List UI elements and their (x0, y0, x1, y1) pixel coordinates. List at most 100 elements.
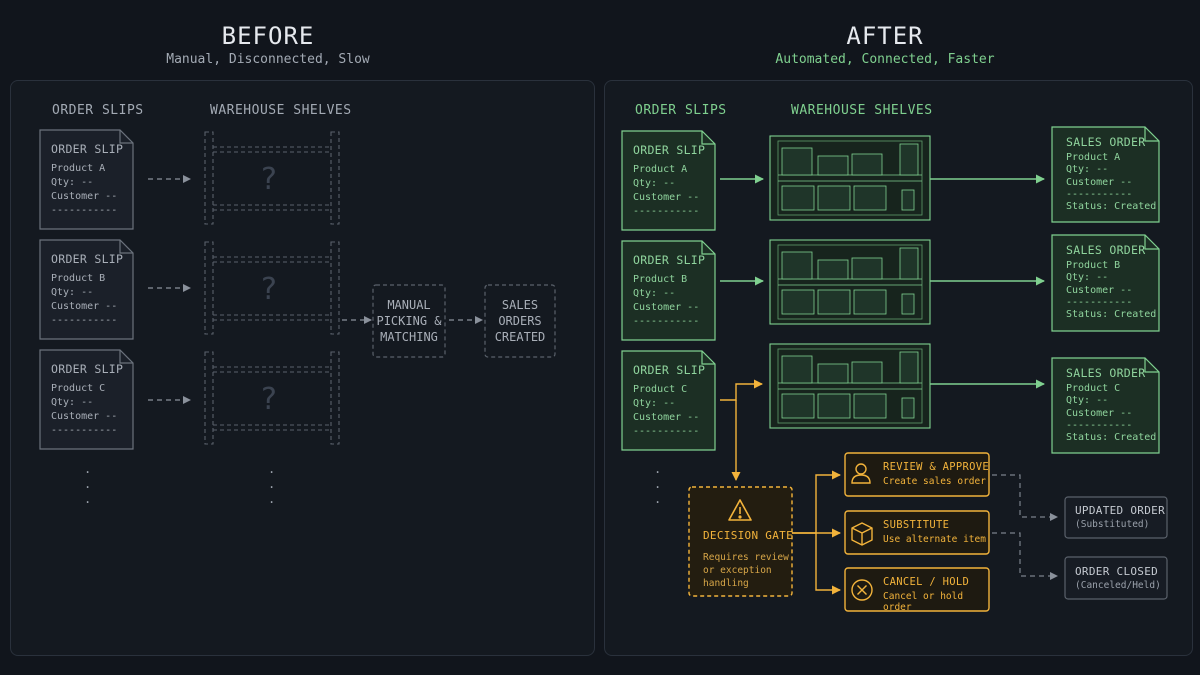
slip-customer: Customer -- (633, 412, 700, 423)
option-review-approve: REVIEW & APPROVE Create sales order (845, 455, 989, 498)
slip-title: ORDER SLIP (633, 143, 706, 157)
decision-gate-title: DECISION GATE (703, 529, 793, 542)
option-cancel-hold: CANCEL / HOLD Cancel or hold order (845, 570, 989, 613)
shelf-box (817, 363, 849, 384)
amber-arrow-cancel (815, 533, 841, 595)
before-slip-shape (39, 129, 134, 230)
shelf-box (899, 143, 919, 176)
slip-product: Product C (633, 384, 688, 395)
slip-product: Product A (51, 163, 106, 174)
option-substitute-shape (844, 510, 990, 555)
outcome-order-closed: ORDER CLOSED (Canceled/Held) (1065, 559, 1167, 601)
slip-customer: Customer -- (633, 302, 700, 313)
shelf-box (781, 185, 815, 211)
shelf-box (899, 351, 919, 384)
sales-line-3: CREATED (494, 330, 546, 344)
decision-gate-desc-3: handling (703, 578, 749, 589)
x-circle-icon (851, 579, 873, 601)
more-slips-dots: ... (654, 462, 662, 506)
outcome-updated-order: UPDATED ORDER (Substituted) (1065, 498, 1167, 539)
slip-qty: Qty: -- (51, 397, 94, 408)
outcome-desc: (Canceled/Held) (1075, 580, 1161, 591)
before-slip-shapes (39, 129, 134, 450)
slip-product: Product A (633, 164, 688, 175)
sales-order-c: SALES ORDER Product C Qty: -- Customer -… (1052, 360, 1158, 455)
before-subtitle: Manual, Disconnected, Slow (166, 52, 370, 67)
before-shelves-label: WAREHOUSE SHELVES (210, 103, 352, 118)
manual-line-3: MATCHING (380, 330, 438, 344)
slip-qty: Qty: -- (633, 288, 676, 299)
sales-order-qty: Qty: -- (1066, 164, 1109, 176)
before-slip-a: ORDER SLIP Product A Qty: -- Customer --… (40, 132, 132, 230)
slip-customer: Customer -- (51, 301, 118, 312)
sales-order-product: Product A (1066, 152, 1121, 164)
sales-order-b: SALES ORDER Product B Qty: -- Customer -… (1052, 237, 1158, 332)
before-slip-b: ORDER SLIP Product B Qty: -- Customer --… (40, 242, 132, 340)
after-order-slips-label: ORDER SLIPS (635, 103, 727, 118)
slip-rule: ----------- (51, 425, 118, 436)
manual-line-2: PICKING & (376, 314, 442, 328)
manual-line-1: MANUAL (387, 298, 431, 312)
shelf-box (817, 185, 851, 211)
option-desc: Create sales order (883, 476, 986, 487)
slip-customer: Customer -- (51, 411, 118, 422)
slip-qty: Qty: -- (633, 398, 676, 409)
after-slip-c: ORDER SLIP Product C Qty: -- Customer --… (622, 353, 714, 451)
decision-gate: DECISION GATE Requires review or excepti… (703, 529, 793, 590)
before-title: BEFORE (221, 22, 315, 50)
sales-order-customer: Customer -- (1066, 407, 1133, 419)
before-slip-c: ORDER SLIP Product C Qty: -- Customer --… (40, 352, 132, 450)
option-cancel-shape (844, 567, 990, 612)
after-shelves-label: WAREHOUSE SHELVES (791, 103, 933, 118)
option-title: REVIEW & APPROVE (883, 461, 989, 473)
shelf-box (901, 397, 915, 419)
slip-customer: Customer -- (51, 191, 118, 202)
slip-customer: Customer -- (633, 192, 700, 203)
sales-order-status: Status: Created (1066, 309, 1157, 321)
sales-order-a: SALES ORDER Product A Qty: -- Customer -… (1052, 129, 1158, 224)
shelf-box (851, 361, 883, 384)
outcome-updated-shape (1064, 496, 1168, 539)
sales-line-1: SALES (501, 298, 539, 312)
shelf-box (817, 289, 851, 315)
more-slips-dots: ... (84, 462, 92, 506)
option-substitute: SUBSTITUTE Use alternate item (845, 513, 989, 556)
warning-icon (728, 499, 752, 521)
more-shelves-dots: ... (268, 462, 276, 506)
after-slip-shapes (621, 130, 716, 451)
slip-product: Product C (51, 383, 106, 394)
option-title: CANCEL / HOLD (883, 576, 970, 588)
slip-rule: ----------- (51, 205, 118, 216)
after-shelves (769, 135, 931, 429)
sales-order-rule: ----------- (1066, 188, 1133, 200)
box-icon (851, 522, 873, 546)
amber-arrow-review (792, 470, 841, 534)
after-subtitle: Automated, Connected, Faster (775, 52, 995, 67)
outcome-closed-shape (1064, 556, 1168, 600)
sales-order-status: Status: Created (1066, 201, 1157, 213)
sales-order-customer: Customer -- (1066, 284, 1133, 296)
slip-title: ORDER SLIP (633, 363, 706, 377)
sales-order-rule: ----------- (1066, 419, 1133, 431)
decision-gate-shape (688, 486, 793, 597)
shelf-box (781, 289, 815, 315)
slip-rule: ----------- (633, 426, 700, 437)
option-title: SUBSTITUTE (883, 519, 950, 531)
outcome-title: ORDER CLOSED (1075, 565, 1159, 578)
shelf-box (817, 393, 851, 419)
shelf-box (781, 393, 815, 419)
shelf-box (817, 259, 849, 280)
shelf-box (781, 355, 813, 384)
outcome-title: UPDATED ORDER (1075, 504, 1165, 517)
sales-order-title: SALES ORDER (1066, 243, 1146, 257)
slip-title: ORDER SLIP (51, 252, 124, 266)
sales-order-rule: ----------- (1066, 296, 1133, 308)
shelf-box (853, 289, 887, 315)
slip-title: ORDER SLIP (51, 142, 124, 156)
user-icon (851, 463, 871, 484)
shelf-box (781, 147, 813, 176)
after-slip-a: ORDER SLIP Product A Qty: -- Customer --… (622, 133, 714, 231)
slip-rule: ----------- (633, 316, 700, 327)
